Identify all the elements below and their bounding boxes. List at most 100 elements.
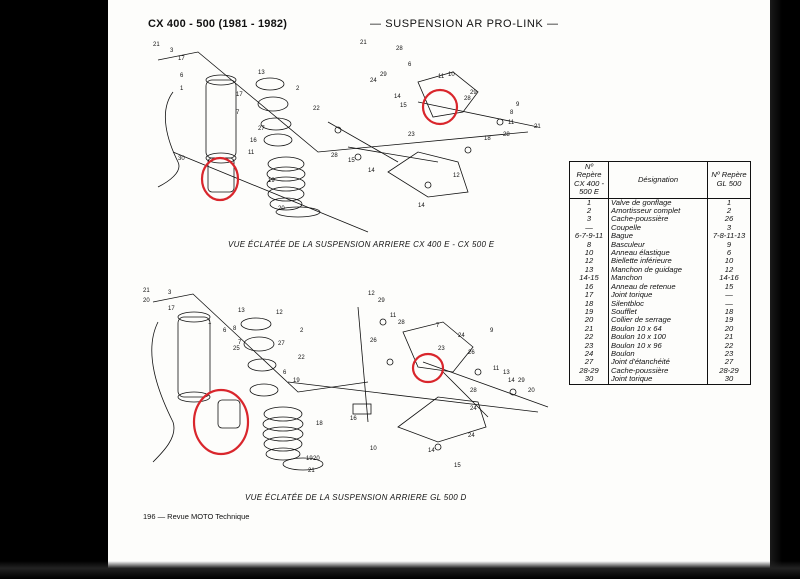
cell-gl-ref: 19 — [707, 315, 751, 325]
part-number-label: 18 — [316, 421, 323, 427]
cell-gl-ref: 26 — [707, 215, 751, 224]
part-number-label: 24 — [468, 433, 475, 439]
bellows-top — [266, 156, 306, 211]
header-gl-ref: Nº Repère GL 500 — [707, 161, 751, 199]
part-number-label: 2 — [296, 86, 300, 92]
air-hose-bottom — [151, 321, 175, 463]
cell-gl-ref: — — [707, 290, 751, 300]
part-number-label: 14 — [428, 448, 435, 454]
part-number-label: 11 — [508, 120, 515, 126]
part-number-label: 6 — [283, 370, 287, 376]
cell-designation: Joint torique — [608, 375, 708, 385]
part-number-label: 17 — [236, 92, 243, 98]
scan-border-right — [770, 0, 800, 579]
cell-gl-ref: 12 — [707, 265, 751, 275]
highlight-circle-shock-bottom — [192, 388, 250, 456]
cell-gl-ref: 27 — [707, 357, 751, 367]
part-number-label: 13 — [503, 370, 510, 376]
part-number-label: 20 — [313, 456, 320, 462]
part-number-label: 21 — [153, 42, 160, 48]
part-number-label: 30 — [178, 156, 185, 162]
part-number-label: 16 — [250, 138, 257, 144]
rocker-arm-top — [417, 71, 479, 118]
part-number-label: 29 — [518, 378, 525, 384]
page-footer: 196 — Revue MOTO Technique — [143, 512, 250, 521]
cell-gl-ref: 3 — [707, 223, 751, 233]
bellows-bottom — [262, 406, 304, 461]
part-number-label: 1 — [180, 86, 184, 92]
scan-border-bottom — [0, 561, 800, 579]
part-number-label: 26 — [370, 338, 377, 344]
part-number-label: 11 — [248, 150, 255, 156]
part-number-label: 21 — [360, 40, 367, 46]
part-number-label: 12 — [368, 291, 375, 297]
part-number-label: 14 — [418, 203, 425, 209]
part-number-label: 2 — [300, 328, 304, 334]
part-number-label: 24 — [470, 406, 477, 412]
part-number-label: 9 — [490, 328, 494, 334]
part-number-label: 19 — [293, 378, 300, 384]
part-number-label: 24 — [370, 78, 377, 84]
part-number-label: 28 — [396, 46, 403, 52]
part-number-label: 18 — [484, 136, 491, 142]
diagram-frame-bottom — [152, 293, 369, 393]
part-number-label: 13 — [258, 70, 265, 76]
part-number-label: 15 — [454, 463, 461, 469]
air-hose-top — [157, 91, 180, 188]
cell-gl-ref: 23 — [707, 349, 751, 359]
part-number-label: 3 — [170, 48, 174, 54]
part-number-label: 17 — [178, 56, 185, 62]
cell-gl-ref: 18 — [707, 307, 751, 317]
cell-gl-ref: 28-29 — [707, 366, 751, 376]
highlight-circle-rocker-top — [421, 88, 459, 126]
part-number-label: 20 — [143, 298, 150, 304]
part-number-label: 28 — [464, 96, 471, 102]
part-number-label: 27 — [258, 126, 265, 132]
part-number-label: 22 — [313, 106, 320, 112]
part-number-label: 14 — [368, 168, 375, 174]
part-number-label: 28 — [398, 320, 405, 326]
highlight-circle-shock-top — [200, 156, 240, 202]
cell-gl-ref: 22 — [707, 341, 751, 350]
parts-table-header: Nº Repère CX 400 - 500 E Désignation Nº … — [569, 161, 751, 199]
part-number-label: 21 — [143, 288, 150, 294]
shock-body-top — [205, 79, 237, 159]
exploded-diagram: 2131761132177222716113019202128629241415… — [143, 40, 549, 474]
part-number-label: 24 — [458, 333, 465, 339]
header-cx-ref: Nº Repère CX 400 - 500 E — [569, 161, 609, 199]
part-number-label: 21 — [534, 124, 541, 130]
part-number-label: 6 — [180, 73, 184, 79]
lower-link-bottom — [397, 396, 487, 443]
part-number-label: 1 — [208, 320, 212, 326]
part-number-label: 19 — [268, 178, 275, 184]
cell-gl-ref: 21 — [707, 332, 751, 342]
part-number-label: 7 — [236, 110, 240, 116]
cell-gl-ref: 20 — [707, 324, 751, 334]
part-number-label: 20 — [528, 388, 535, 394]
part-number-label: 20 — [278, 206, 285, 212]
cell-gl-ref: 7-8-11-13 — [707, 231, 751, 241]
part-number-label: 28 — [503, 132, 510, 138]
cell-gl-ref: 30 — [707, 375, 751, 385]
part-number-label: 12 — [453, 173, 460, 179]
shock-body-bottom — [177, 316, 211, 398]
part-number-label: 13 — [238, 308, 245, 314]
scan-border-left — [0, 0, 108, 579]
cell-cx-ref: 30 — [569, 375, 609, 385]
part-number-label: 22 — [298, 355, 305, 361]
part-number-label: 11 — [390, 313, 397, 319]
cell-gl-ref: — — [707, 299, 751, 308]
